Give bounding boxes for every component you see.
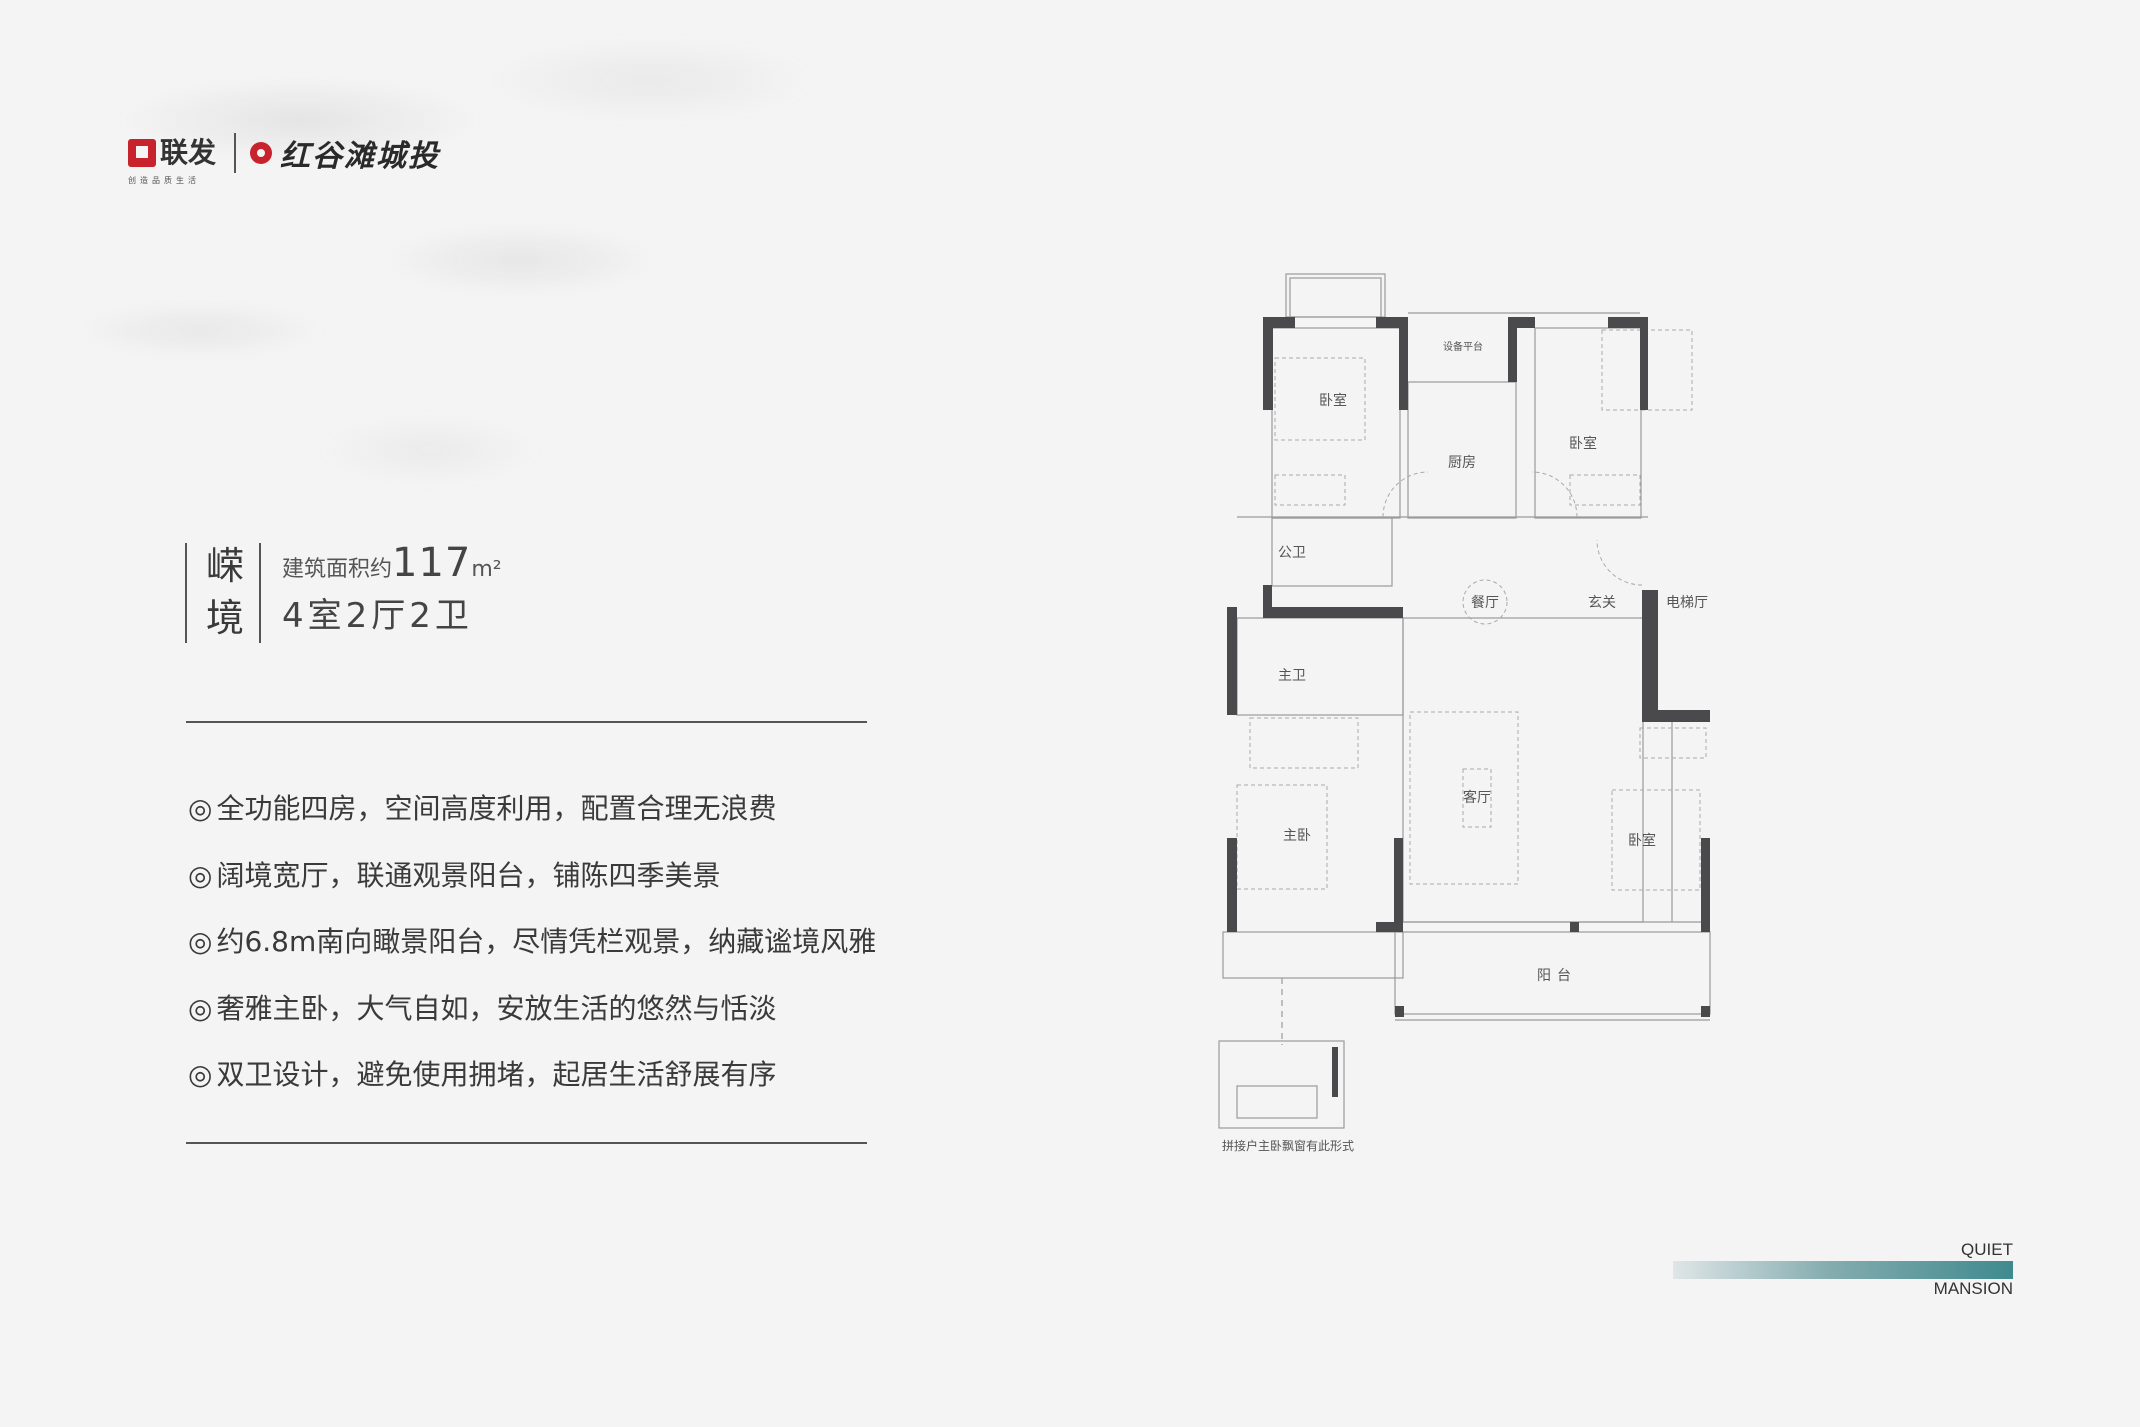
honggutan-name: 红谷滩城投 <box>280 139 441 174</box>
room-label: 卧室 <box>1628 832 1656 849</box>
area-value: 117 <box>392 540 472 586</box>
room-label: 主卫 <box>1278 668 1306 684</box>
feature-text: 约6.8m南向瞰景阳台，尽情凭栏观景，纳藏谧境风雅 <box>216 925 877 958</box>
feature-item: ◎全功能四房，空间高度利用，配置合理无浪费 <box>188 776 876 843</box>
room-label: 设备平台 <box>1443 340 1483 353</box>
room-label: 公卫 <box>1278 545 1306 561</box>
unit-area: 建筑面积约117m² <box>282 540 502 586</box>
brand-quiet: QUIET <box>1961 1240 2013 1259</box>
plan-walls <box>1227 317 1710 1097</box>
bullet-circle-icon: ◎ <box>188 858 213 892</box>
feature-item: ◎阔境宽厅，联通观景阳台，铺陈四季美景 <box>188 843 876 910</box>
bullet-circle-icon: ◎ <box>188 792 213 825</box>
plan-thin-lines <box>1218 273 1711 1129</box>
room-label: 餐厅 <box>1471 595 1499 611</box>
bullet-circle-icon: ◎ <box>188 925 213 958</box>
room-label: 玄关 <box>1588 594 1616 611</box>
area-label: 建筑面积约 <box>282 557 393 582</box>
feature-item: ◎约6.8m南向瞰景阳台，尽情凭栏观景，纳藏谧境风雅 <box>188 909 876 976</box>
room-label: 卧室 <box>1319 392 1347 409</box>
feature-list: ◎全功能四房，空间高度利用，配置合理无浪费 ◎阔境宽厅，联通观景阳台，铺陈四季美… <box>188 776 876 1109</box>
logo-divider <box>234 133 237 173</box>
feature-item: ◎双卫设计，避免使用拥堵，起居生活舒展有序 <box>188 1042 876 1109</box>
feature-text: 奢雅主卧，大气自如，安放生活的悠然与恬淡 <box>216 991 777 1025</box>
room-label: 阳台 <box>1537 968 1577 984</box>
title-divider-right <box>259 543 261 643</box>
feature-item: ◎奢雅主卧，大气自如，安放生活的悠然与恬淡 <box>188 976 876 1043</box>
honggutan-logo-icon <box>250 142 273 164</box>
lianfa-name: 联发 <box>160 136 217 169</box>
bullet-circle-icon: ◎ <box>188 1058 213 1091</box>
lianfa-logo: 联发 创造品质生活 <box>128 136 217 185</box>
inset-caption: 拼接户主卧飘窗有此形式 <box>1222 1138 1354 1153</box>
bullet-circle-icon: ◎ <box>188 991 213 1025</box>
room-label: 卧室 <box>1569 435 1597 452</box>
feature-text: 阔境宽厅，联通观景阳台，铺陈四季美景 <box>216 858 721 892</box>
feature-text: 全功能四房，空间高度利用，配置合理无浪费 <box>216 792 777 825</box>
plan-labels: 卧室 厨房 卧室 设备平台 公卫 餐厅 玄关 电梯厅 主卫 主卧 客厅 卧室 阳… <box>1222 340 1708 1153</box>
brand-gradient-bar <box>1673 1261 2013 1279</box>
unit-name-char: 境 <box>205 596 244 640</box>
brand-mansion: MANSION <box>1933 1279 2013 1298</box>
lianfa-logo-icon <box>128 139 156 167</box>
feature-text: 双卫设计，避免使用拥堵，起居生活舒展有序 <box>216 1058 777 1091</box>
room-label: 电梯厅 <box>1666 595 1708 611</box>
area-unit: m² <box>471 557 502 582</box>
room-label: 客厅 <box>1463 789 1491 806</box>
unit-name: 嵘 境 <box>205 540 245 644</box>
title-divider-left <box>185 543 187 643</box>
plan-furniture <box>1236 329 1707 891</box>
room-label: 厨房 <box>1448 455 1476 471</box>
features-bottom-rule <box>186 1142 867 1144</box>
logo-group: 联发 创造品质生活 红谷滩城投 <box>128 128 441 185</box>
unit-name-char: 嵘 <box>205 544 244 588</box>
features-top-rule <box>186 721 867 723</box>
room-label: 主卧 <box>1283 828 1311 844</box>
lianfa-tagline: 创造品质生活 <box>128 176 200 185</box>
unit-layout: 4室2厅2卫 <box>282 596 473 636</box>
